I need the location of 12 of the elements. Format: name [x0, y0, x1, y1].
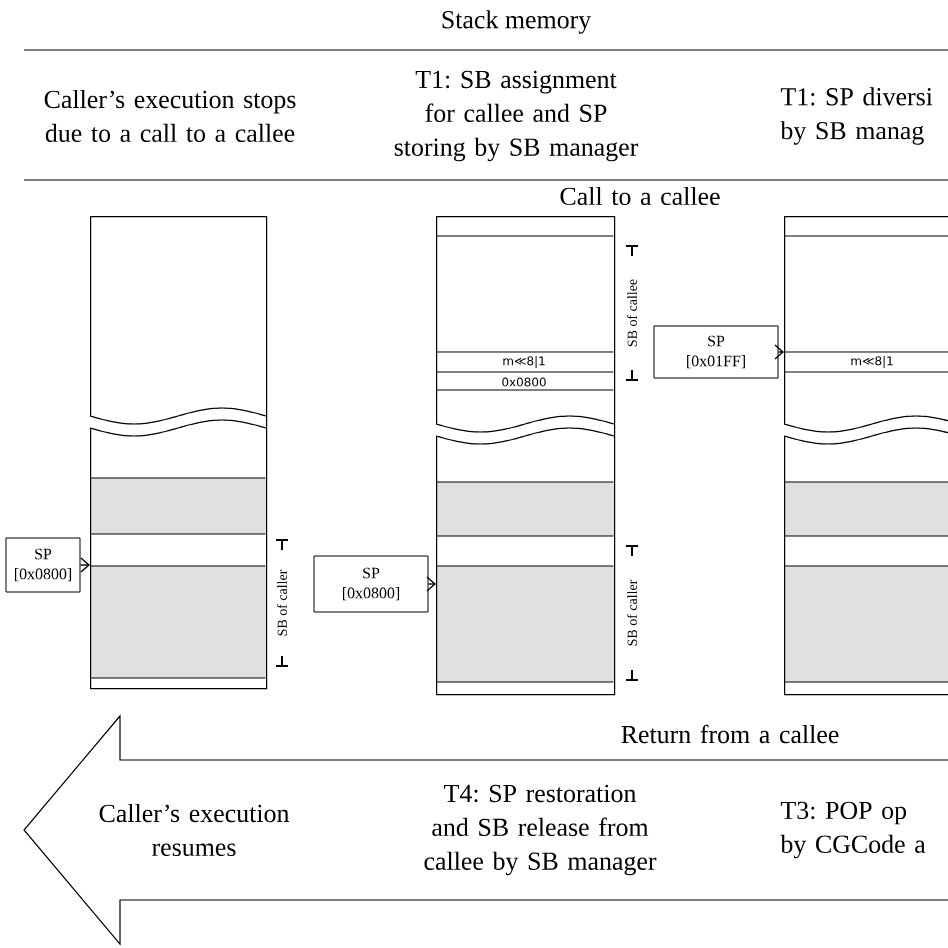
step-heading: Caller’s execution stops due to a call to a callee: [44, 89, 296, 143]
arrow-text: Return from a callee: [621, 724, 839, 744]
arrow: [774, 344, 784, 360]
arrow: [426, 576, 436, 592]
title: Stack memory: [442, 10, 592, 34]
step-heading: Call to a callee: [560, 186, 720, 206]
step-heading: T1: SP diversi by SB manag: [780, 87, 933, 145]
arrow-text: T3: POP op by CGCode a: [780, 801, 926, 859]
arrow-text: T4: SP restoration and SB release from callee by SB manager: [424, 784, 657, 876]
arrow-text: Caller’s execution resumes: [99, 803, 290, 857]
step-heading: T1: SB assignment for callee and SP storing by SB manager: [394, 70, 639, 162]
arrow: [79, 557, 90, 573]
